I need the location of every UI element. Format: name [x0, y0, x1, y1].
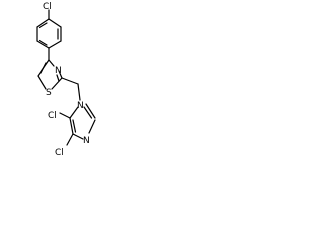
bond-thiazole-ch2: [61, 77, 79, 85]
double-bond-inner: [56, 74, 60, 82]
bond-cl-c5: [59, 112, 71, 119]
molecule-drawing: Cl S N N N C: [36, 2, 96, 158]
bond: [58, 70, 63, 79]
atom-cl-top: Cl: [43, 2, 52, 12]
double-bond-inner: [83, 106, 93, 119]
bond: [48, 59, 55, 67]
bond: [51, 77, 63, 90]
bond: [37, 75, 47, 90]
bond: [48, 40, 62, 49]
thiazole-ring: [37, 59, 63, 90]
bond: [36, 40, 50, 49]
double-bond-inner: [38, 22, 48, 29]
bond: [48, 18, 62, 28]
atom-cl-c5: Cl: [48, 111, 57, 121]
bond: [36, 18, 50, 28]
double-bond-inner: [72, 119, 77, 133]
imidazole-ring: [69, 103, 96, 140]
bond-ch2-imidazole: [77, 83, 81, 101]
atom-n-imidazole-1: N: [77, 101, 84, 111]
atom-s-thiazole: S: [46, 88, 52, 98]
double-bond-inner: [38, 39, 48, 46]
double-bond-inner: [40, 62, 47, 74]
bond-cl-c4: [66, 133, 74, 146]
bond: [88, 119, 96, 134]
bond: [85, 103, 96, 119]
chemical-structure: Cl S N N N C: [0, 0, 119, 169]
bond: [69, 106, 79, 119]
atom-cl-c4: Cl: [55, 148, 64, 158]
bond: [69, 117, 74, 135]
bond: [72, 133, 84, 140]
chlorophenyl-ring: [36, 18, 62, 49]
atom-n-imidazole-3: N: [83, 136, 90, 146]
atom-n-thiazole: N: [55, 66, 62, 76]
